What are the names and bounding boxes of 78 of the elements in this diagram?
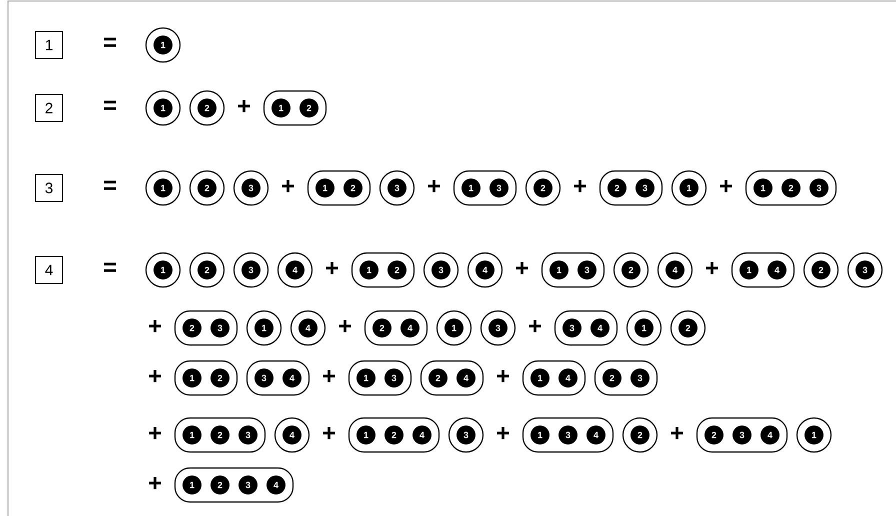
circle-outline [379, 170, 415, 206]
operator-sign: = [104, 180, 116, 190]
circle-outline [467, 252, 503, 288]
circle-outline [480, 310, 516, 346]
circle-outline [145, 170, 181, 206]
capsule-outline [541, 252, 605, 288]
circle-outline [670, 310, 706, 346]
circle-outline [233, 252, 269, 288]
circle-outline [423, 252, 459, 288]
operator-sign: = [104, 38, 116, 47]
number-box: 2 [35, 94, 63, 122]
circle-outline [613, 252, 649, 288]
circle-outline [246, 310, 282, 346]
circle-outline [657, 252, 693, 288]
operator-sign: + [529, 320, 542, 332]
operator-sign: + [323, 370, 336, 382]
capsule-outline [351, 252, 415, 288]
operator-sign: + [323, 426, 336, 440]
capsule-outline [174, 310, 238, 346]
operator-sign: + [238, 100, 250, 112]
capsule-outline [246, 360, 310, 396]
capsule-outline [453, 170, 517, 206]
operator-sign: + [497, 426, 510, 440]
capsule-outline [731, 252, 795, 288]
capsule-outline [599, 170, 663, 206]
circle-outline [626, 310, 662, 346]
capsule-outline [364, 310, 428, 346]
capsule-outline [594, 360, 658, 396]
circle-outline [145, 27, 181, 63]
capsule-outline [522, 417, 614, 453]
circle-outline [290, 310, 326, 346]
number-box: 1 [35, 31, 63, 59]
number-box: 4 [35, 256, 63, 284]
circle-outline [796, 417, 832, 453]
operator-sign: + [671, 426, 684, 440]
operator-sign: + [149, 320, 162, 332]
operator-sign: + [497, 370, 510, 382]
operator-sign: = [104, 100, 116, 110]
operator-sign: + [149, 426, 162, 440]
capsule-outline [307, 170, 371, 206]
operator-sign: + [516, 262, 528, 274]
operator-sign: + [149, 370, 162, 382]
capsule-outline [745, 170, 837, 206]
capsule-outline [348, 417, 440, 453]
operator-sign: + [706, 262, 718, 274]
circle-outline [274, 417, 310, 453]
capsule-outline [174, 360, 238, 396]
capsule-outline [348, 360, 412, 396]
circle-outline [803, 252, 839, 288]
circle-outline [145, 90, 181, 126]
capsule-outline [522, 360, 586, 396]
operator-sign: + [339, 320, 352, 332]
operator-sign: + [326, 262, 338, 274]
circle-outline [277, 252, 313, 288]
operator-sign: + [428, 180, 440, 192]
circle-outline [448, 417, 484, 453]
circle-outline [671, 170, 707, 206]
capsule-outline [554, 310, 618, 346]
circle-outline [189, 252, 225, 288]
operator-sign: + [282, 180, 294, 192]
circle-outline [189, 90, 225, 126]
circle-outline [233, 170, 269, 206]
capsule-outline [696, 417, 788, 453]
capsule-outline [174, 467, 294, 503]
circle-outline [622, 417, 658, 453]
capsule-outline [420, 360, 484, 396]
capsule-outline [263, 90, 327, 126]
operator-sign: = [104, 262, 116, 272]
circle-outline [145, 252, 181, 288]
operator-sign: + [149, 476, 162, 490]
operator-sign: + [574, 180, 586, 192]
capsule-outline [174, 417, 266, 453]
circle-outline [525, 170, 561, 206]
circle-outline [189, 170, 225, 206]
circle-outline [847, 252, 883, 288]
operator-sign: + [720, 180, 732, 192]
circle-outline [436, 310, 472, 346]
number-box: 3 [35, 174, 63, 202]
